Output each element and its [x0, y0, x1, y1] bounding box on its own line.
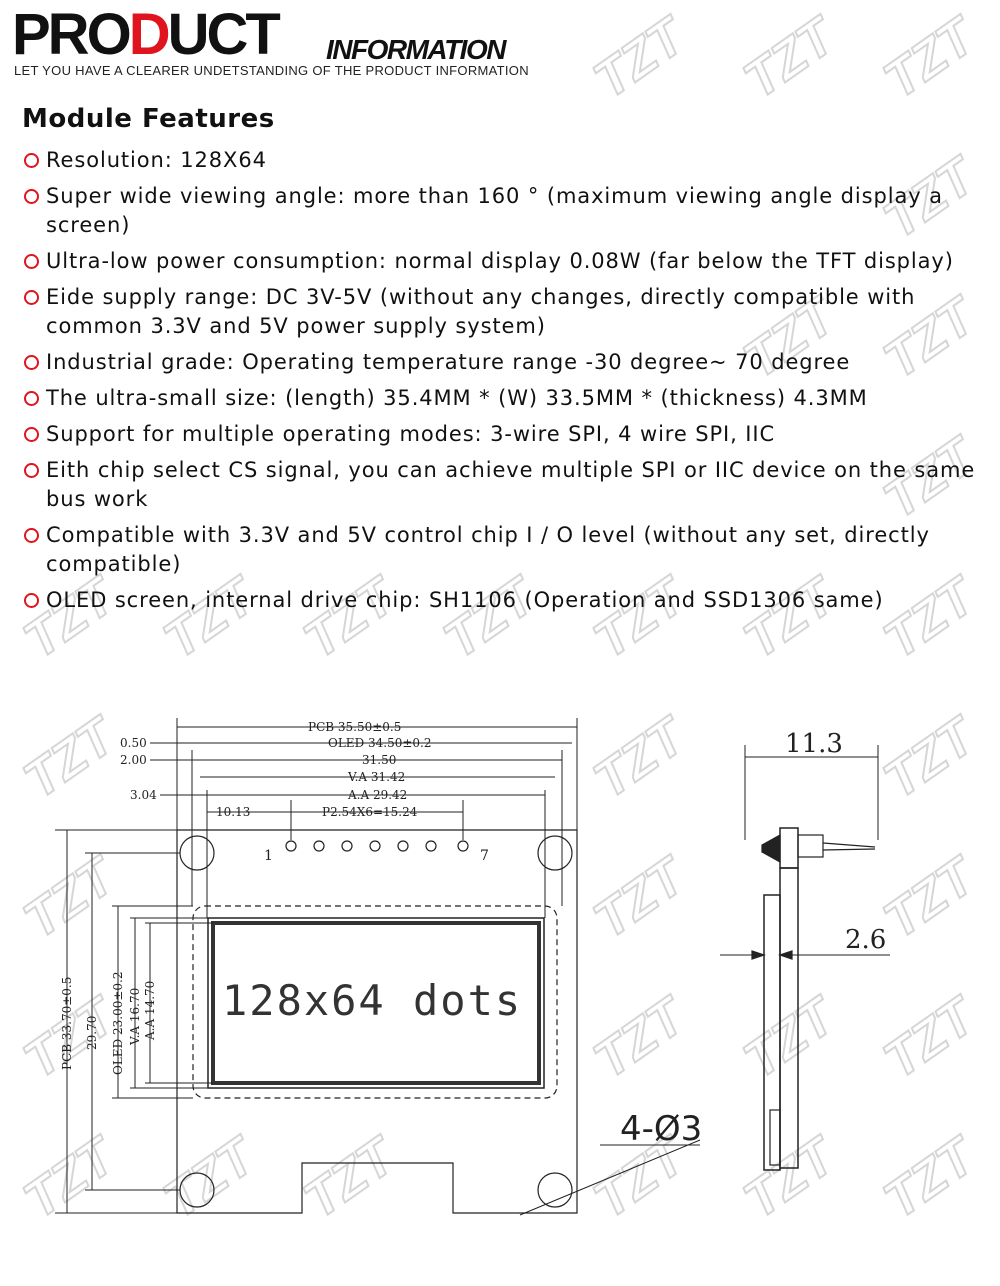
dim-va-width: V.A 31.42	[347, 770, 405, 784]
mounting-hole	[179, 835, 215, 871]
dim-aa-width: A.A 29.42	[347, 788, 407, 802]
circle-bullet-icon	[24, 254, 39, 269]
circle-bullet-icon	[24, 153, 39, 168]
dim-29-70: 29.70	[85, 1016, 99, 1050]
section-title: Module Features	[22, 104, 275, 134]
feature-text: Support for multiple operating modes: 3-…	[46, 422, 776, 446]
dimension-drawing: 1 7 128x64 dots PCB 35.50±0.5 OLED 34.50…	[55, 718, 890, 1216]
dim-2-00: 2.00	[120, 753, 147, 767]
mounting-hole	[537, 835, 573, 871]
list-item: Ultra-low power consumption: normal disp…	[22, 247, 982, 276]
dim-aa-height: A.A 14.70	[143, 981, 157, 1041]
dim-va-height: V.A 16.70	[128, 988, 142, 1046]
circle-bullet-icon	[24, 290, 39, 305]
circle-bullet-icon	[24, 427, 39, 442]
dim-0-50: 0.50	[120, 736, 147, 750]
brand-part-2: D	[128, 2, 171, 67]
hole-leader-line	[519, 1139, 701, 1216]
feature-text: Eide supply range: DC 3V-5V (without any…	[46, 285, 916, 338]
feature-text: Resolution: 128X64	[46, 148, 267, 172]
list-item: Compatible with 3.3V and 5V control chip…	[22, 521, 982, 579]
dim-oled-height: OLED 23.00±0.2	[111, 972, 125, 1076]
list-item: OLED screen, internal drive chip: SH1106…	[22, 586, 982, 615]
list-item: Eith chip select CS signal, you can achi…	[22, 456, 982, 514]
mounting-hole	[537, 1172, 573, 1208]
feature-text: OLED screen, internal drive chip: SH1106…	[46, 588, 884, 612]
dim-oled-width: OLED 34.50±0.2	[328, 736, 432, 750]
dim-pitch: P2.54X6=15.24	[322, 805, 418, 819]
feature-text: Compatible with 3.3V and 5V control chip…	[46, 523, 930, 576]
viewing-area	[207, 917, 545, 1089]
feature-text: Ultra-low power consumption: normal disp…	[46, 249, 954, 273]
dim-holes: 4-Ø3	[620, 1109, 702, 1149]
height-dimensions	[55, 829, 213, 1214]
product-banner: PRODUCT INFORMATION LET YOU HAVE A CLEAR…	[0, 0, 1000, 80]
tagline: LET YOU HAVE A CLEARER UNDETSTANDING OF …	[14, 63, 529, 78]
circle-bullet-icon	[24, 593, 39, 608]
oled-outline	[192, 905, 558, 1099]
dim-3-04: 3.04	[130, 788, 157, 802]
brand-part-1: PRO	[12, 2, 132, 67]
dim-side-2-6: 2.6	[845, 925, 886, 955]
width-dimensions	[150, 718, 578, 918]
feature-text: Super wide viewing angle: more than 160 …	[46, 184, 943, 237]
brand-title: PRODUCT	[12, 6, 281, 64]
pcb-outline	[176, 829, 578, 1214]
circle-bullet-icon	[24, 463, 39, 478]
dim-10-13: 10.13	[216, 805, 250, 819]
brand-subtitle: INFORMATION	[326, 34, 506, 65]
circle-bullet-icon	[24, 189, 39, 204]
list-item: Eide supply range: DC 3V-5V (without any…	[22, 283, 982, 341]
dim-pcb-width: PCB 35.50±0.5	[308, 720, 401, 734]
circle-bullet-icon	[24, 355, 39, 370]
circle-bullet-icon	[24, 528, 39, 543]
list-item: The ultra-small size: (length) 35.4MM * …	[22, 384, 982, 413]
list-item: Resolution: 128X64	[22, 146, 982, 175]
screen-label: 128x64 dots	[222, 976, 522, 1025]
feature-text: Eith chip select CS signal, you can achi…	[46, 458, 976, 511]
side-view	[720, 745, 890, 1171]
feature-list: Resolution: 128X64 Super wide viewing an…	[22, 146, 982, 622]
pin-header	[285, 840, 469, 852]
dim-31-50: 31.50	[362, 753, 396, 767]
pin-7-label: 7	[480, 848, 489, 864]
pin-1-label: 1	[264, 848, 273, 864]
list-item: Support for multiple operating modes: 3-…	[22, 420, 982, 449]
active-area	[211, 921, 541, 1085]
feature-text: The ultra-small size: (length) 35.4MM * …	[46, 386, 868, 410]
circle-bullet-icon	[24, 391, 39, 406]
dim-pcb-height: PCB 33.70±0.5	[60, 977, 74, 1070]
brand-part-3: UCT	[167, 2, 281, 67]
dim-side-11-3: 11.3	[785, 729, 843, 759]
list-item: Super wide viewing angle: more than 160 …	[22, 182, 982, 240]
list-item: Industrial grade: Operating temperature …	[22, 348, 982, 377]
mounting-hole	[179, 1172, 215, 1208]
feature-text: Industrial grade: Operating temperature …	[46, 350, 851, 374]
